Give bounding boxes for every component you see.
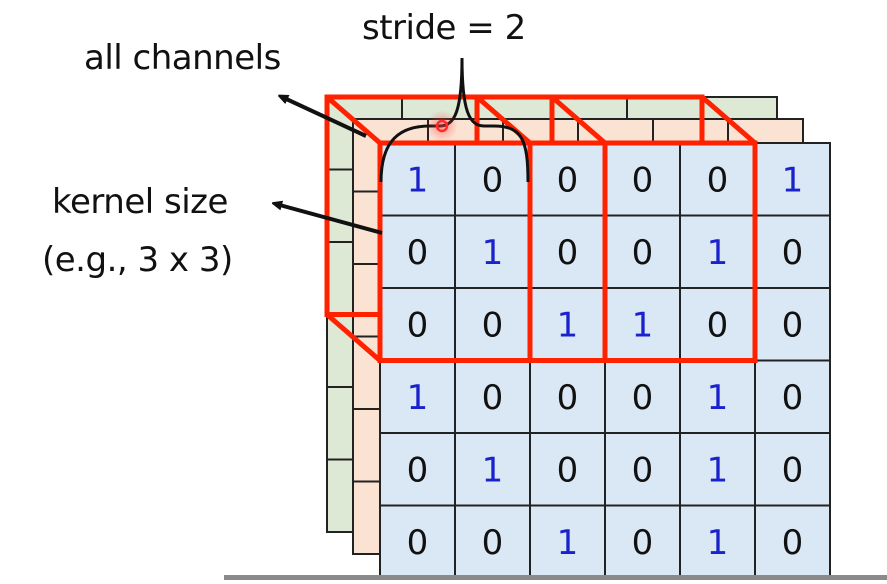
grid-cell-value: 1 (407, 378, 429, 418)
grid-cell (529, 287, 606, 362)
grid-cell-value: 1 (707, 233, 729, 273)
kernel-box-front-edges (377, 140, 758, 363)
grid-cell-value: 0 (632, 523, 654, 563)
grid-cell-value: 0 (782, 523, 804, 563)
grid-cell (379, 432, 456, 507)
grid-cell-value: 0 (482, 378, 504, 418)
grid-cell (679, 214, 756, 289)
kernel-size-example-label: (e.g., 3 x 3) (42, 240, 233, 280)
grid-cell-value: 0 (557, 378, 579, 418)
grid-cell-value: 0 (632, 160, 654, 200)
grid-cell-value: 0 (782, 378, 804, 418)
all-channels-label: all channels (84, 38, 281, 78)
grid-cell-value: 1 (557, 523, 579, 563)
annotations (276, 57, 530, 235)
grid-cell-value: 0 (557, 450, 579, 490)
grid-cell (379, 287, 456, 362)
grid-cell-value: 0 (707, 160, 729, 200)
grid-cell-value: 0 (632, 378, 654, 418)
grid-cell-value: 1 (482, 233, 504, 273)
grid-cell-value: 0 (707, 305, 729, 345)
grid-cell-value: 0 (557, 233, 579, 273)
grid-cell (679, 287, 756, 362)
grid-cell-value: 1 (482, 450, 504, 490)
grid-cell-value: 1 (707, 523, 729, 563)
stride-brace-icon (379, 57, 530, 183)
grid-cell (529, 504, 606, 579)
grid-cell-value: 0 (482, 305, 504, 345)
kernel-arrow-icon (276, 204, 383, 235)
grid-cell (754, 432, 831, 507)
grid-cell-value: 0 (782, 305, 804, 345)
grid-cell-value: 0 (632, 450, 654, 490)
grid-cell (379, 142, 456, 217)
grid-cell-value: 1 (707, 378, 729, 418)
grid-cell-value: 1 (707, 450, 729, 490)
cursor-ring-icon (435, 119, 449, 133)
kernel-box-edge (550, 95, 607, 145)
channels-arrow-icon (282, 97, 367, 138)
grid-cell-value: 0 (407, 523, 429, 563)
grid-cell-value: 0 (407, 305, 429, 345)
bottom-scrollbar[interactable] (224, 575, 887, 580)
grid-cell-value: 1 (782, 160, 804, 200)
kernel-box-edge (325, 95, 382, 145)
grid-cell-value: 0 (482, 160, 504, 200)
grid-cell-value: 0 (482, 523, 504, 563)
grid-cell-value: 0 (407, 233, 429, 273)
grid-cell-value: 0 (557, 160, 579, 200)
grid-cell-value: 0 (407, 450, 429, 490)
grid-cell (679, 142, 756, 217)
stride-label: stride = 2 (362, 8, 526, 48)
grid-cell-value: 1 (407, 160, 429, 200)
grid-cell-value: 0 (632, 233, 654, 273)
kernel-box-edge (325, 312, 382, 363)
grid-cell-value: 0 (782, 233, 804, 273)
kernel-box-front (527, 140, 758, 363)
kernel-box-front (377, 140, 608, 363)
grid-cell-value: 0 (782, 450, 804, 490)
kernel-size-label: kernel size (52, 182, 228, 222)
kernel-box-edge (700, 95, 757, 145)
grid-cell (679, 504, 756, 579)
grid-cell (454, 504, 531, 579)
grid-cell (379, 214, 456, 289)
grid-cell-value: 1 (632, 305, 654, 345)
grid-cell (754, 359, 831, 434)
grid-cell (529, 214, 606, 289)
grid-cell (679, 359, 756, 434)
cursor-pointer-icon (426, 110, 458, 142)
grid-cell-value: 1 (557, 305, 579, 345)
